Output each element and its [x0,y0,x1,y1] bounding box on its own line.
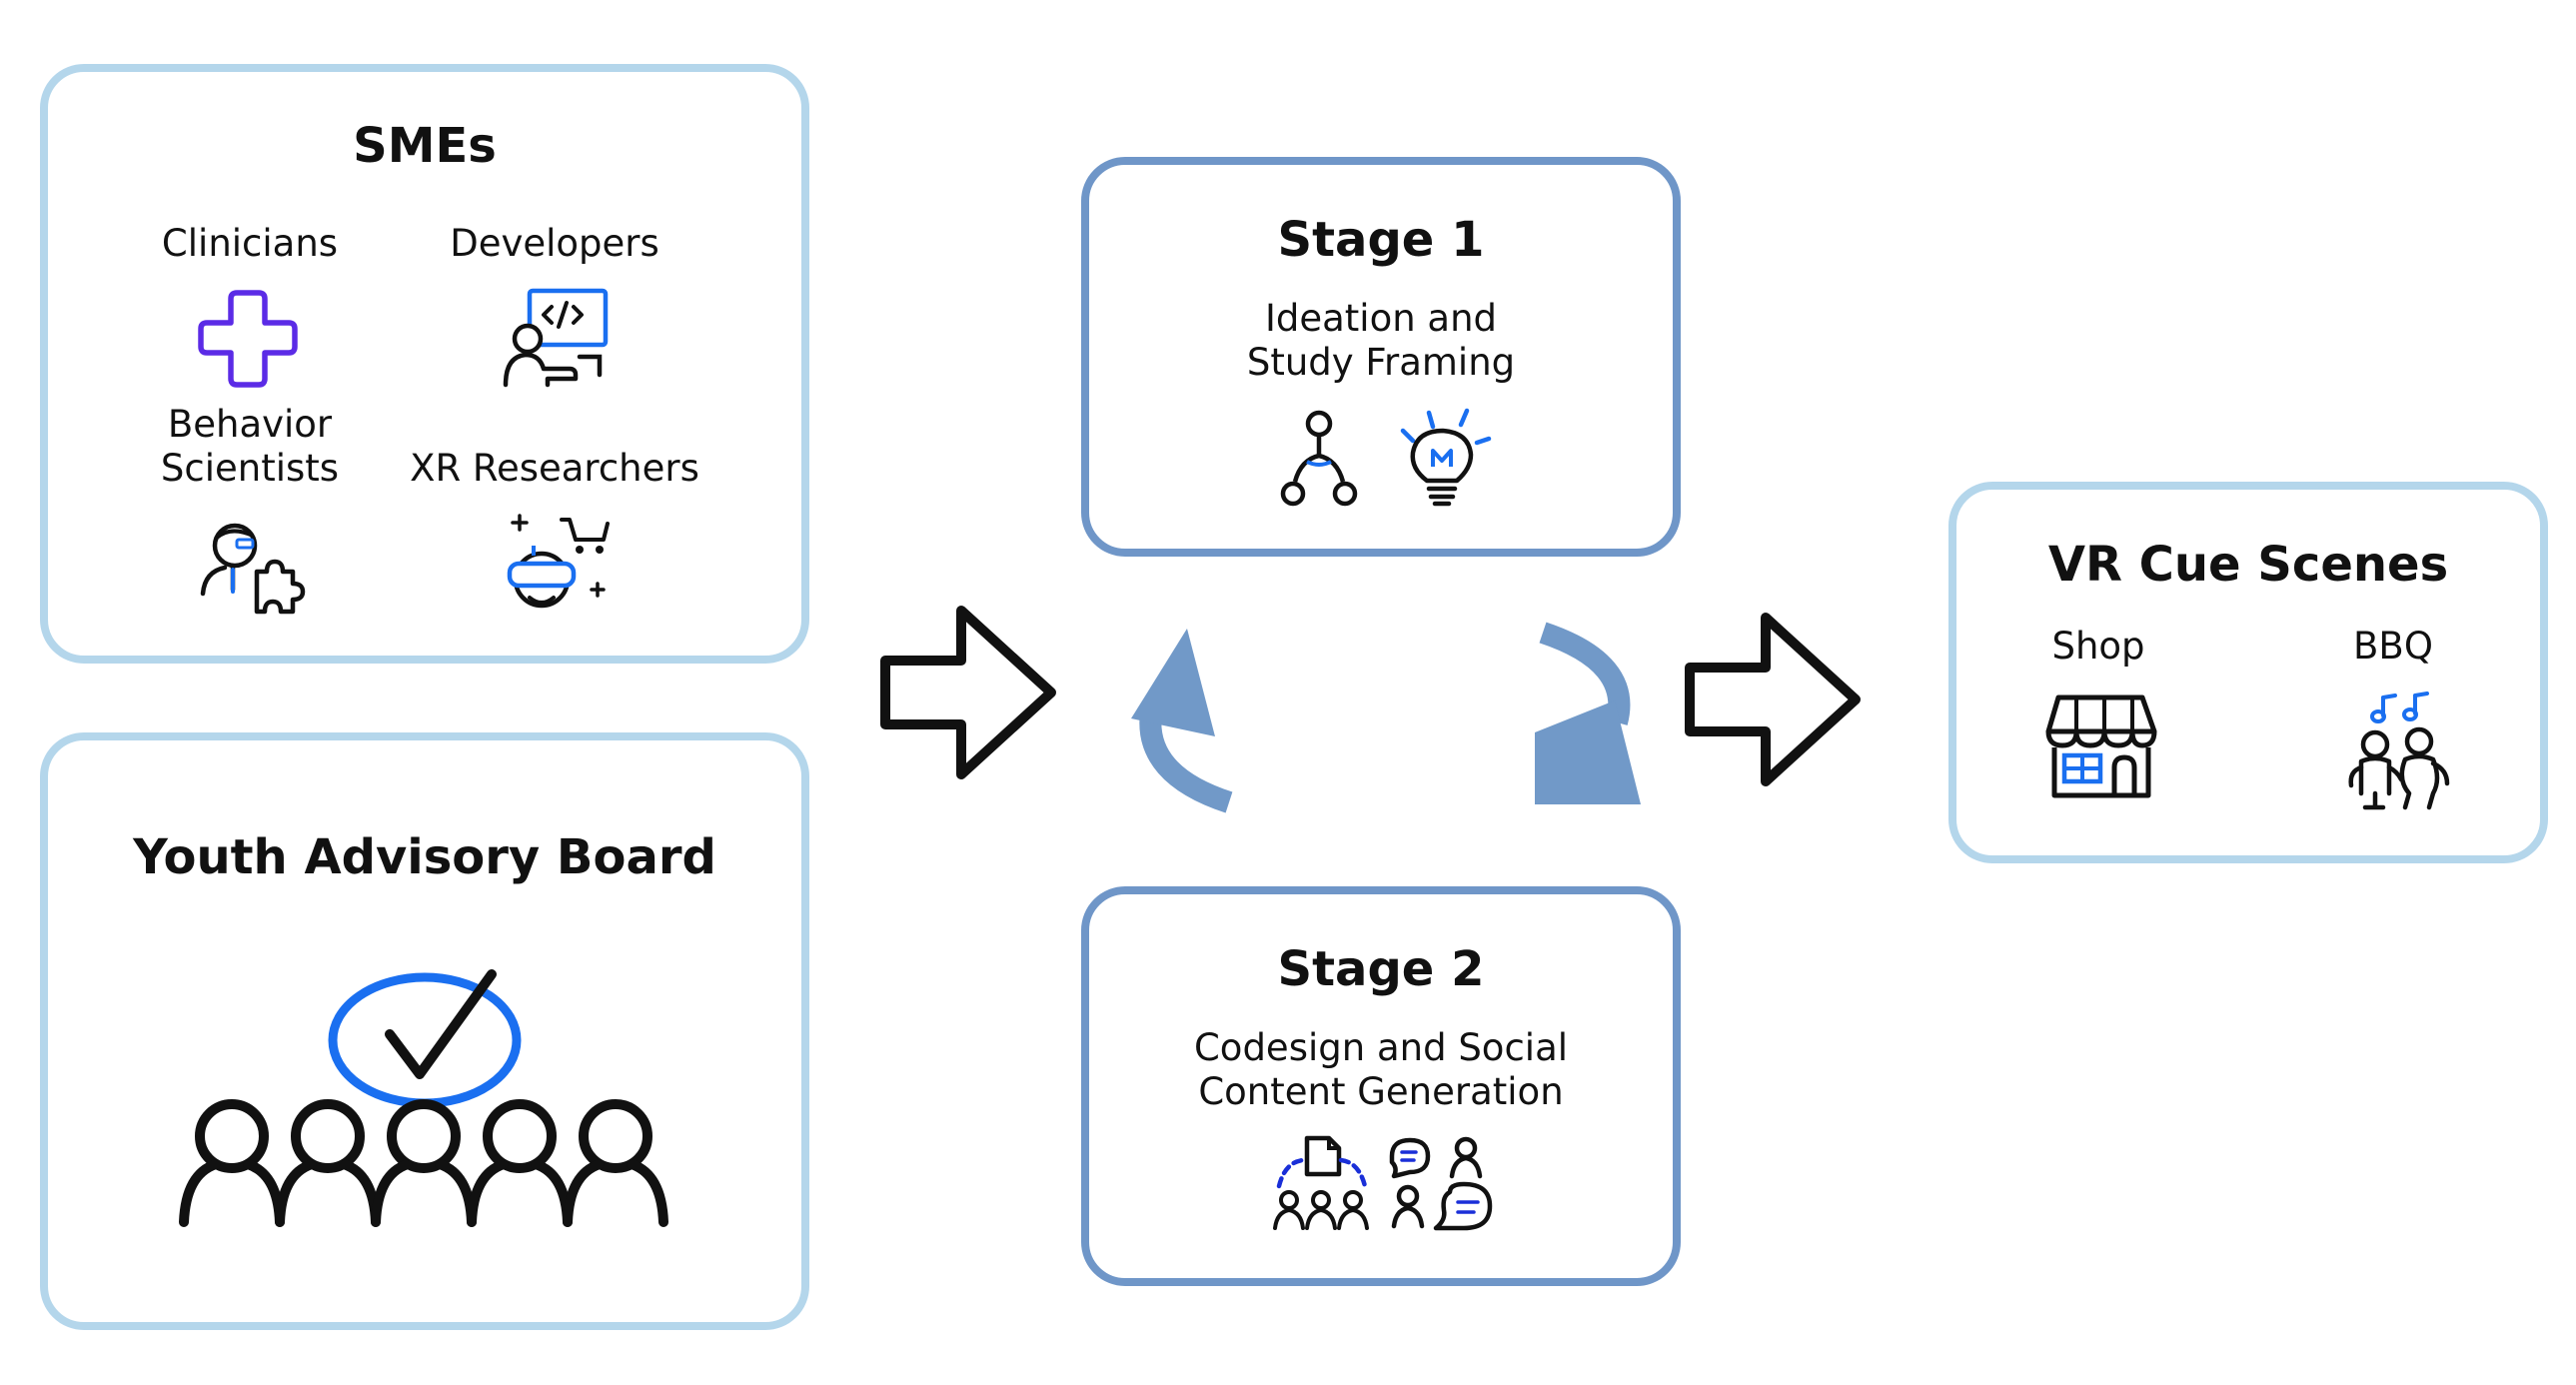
stage2-box [1081,886,1681,1286]
stage2-title: Stage 2 [1277,941,1485,997]
storefront-icon [2045,694,2157,798]
cycle-arrow-icon [1535,622,1641,804]
role-developers-label: Developers [450,222,659,265]
youth-advisory-board-title: Youth Advisory Board [133,829,716,885]
scene-shop-label: Shop [2051,625,2145,668]
stage1-description-line1: Ideation and [1264,297,1498,340]
role-behavior-label-line2: Scientists [160,447,340,490]
people-music-icon [2348,692,2450,810]
vr-cue-scenes-title: VR Cue Scenes [2047,537,2449,593]
stage1-description-line2: Study Framing [1246,341,1516,384]
vr-headset-shopping-icon [507,514,610,609]
stage2-description-line1: Codesign and Social [1193,1026,1569,1069]
role-clinicians-label: Clinicians [161,222,339,265]
group-approval-check-icon [179,969,668,1227]
stage1-title: Stage 1 [1277,212,1485,268]
flow-arrow-icon [1685,613,1861,786]
hierarchy-nodes-icon [1280,410,1358,507]
vr-cue-scenes-box [1948,482,2548,863]
group-document-icon [1273,1135,1369,1230]
developer-at-screen-icon [503,288,609,388]
stage2-description-line2: Content Generation [1198,1070,1564,1113]
cycle-arrow-icon [1131,629,1233,813]
stage1-box [1081,157,1681,557]
scene-bbq-label: BBQ [2353,625,2433,668]
smes-box [40,64,809,664]
medical-cross-icon [198,290,298,388]
flow-arrow-icon [880,606,1056,779]
role-behavior-label-line1: Behavior [167,403,333,446]
role-xr-label: XR Researchers [410,447,699,490]
scientist-puzzle-icon [200,523,306,615]
conversation-people-icon [1389,1136,1493,1231]
youth-advisory-board-box [40,732,809,1330]
lightbulb-idea-icon [1400,408,1492,507]
smes-title: SMEs [353,118,497,174]
